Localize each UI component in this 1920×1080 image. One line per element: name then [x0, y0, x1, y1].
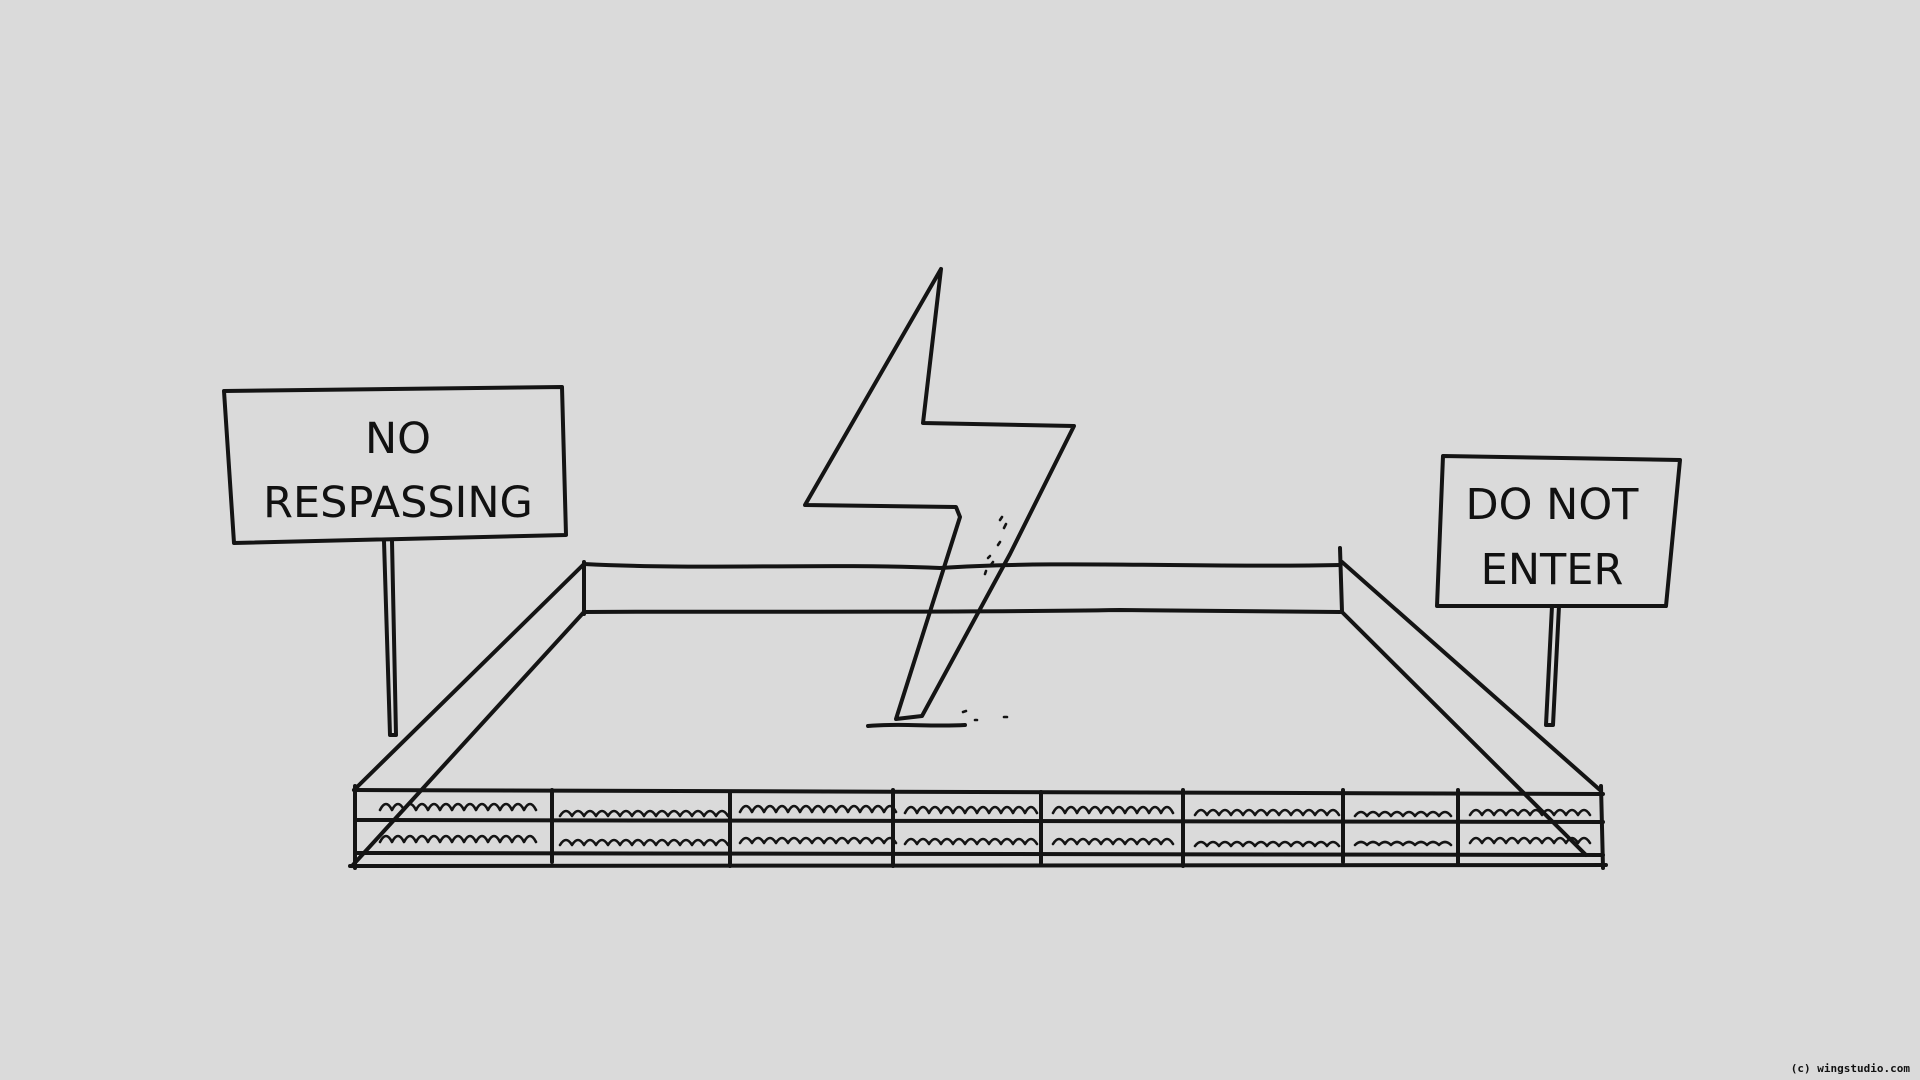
lightning-bolt-icon [803, 267, 1076, 728]
lightning-bolt-outline [803, 267, 1076, 721]
right-sign-post [1544, 604, 1561, 727]
left-sign-board [222, 385, 568, 545]
ground-impact-line [866, 722, 967, 728]
front-right-post [1599, 784, 1605, 870]
back-right-post [1338, 546, 1344, 614]
front-wall-mid [354, 818, 1605, 824]
left-sign: NO RESPASSING [222, 385, 568, 737]
barbed-wire-upper [378, 802, 1592, 818]
front-wall-top [352, 788, 1605, 796]
barbed-wire-lower [378, 834, 1592, 848]
fenced-platform [348, 546, 1608, 870]
left-sign-line2: RESPASSING [263, 478, 533, 528]
right-sign-board [1435, 454, 1682, 608]
right-sign-line2: ENTER [1481, 545, 1624, 595]
right-sign-line1: DO NOT [1466, 480, 1640, 530]
right-sign: DO NOT ENTER [1435, 454, 1682, 727]
left-side-bottom-rail [350, 610, 586, 868]
right-side-bottom-rail [1340, 610, 1588, 857]
left-sign-line1: NO [365, 414, 431, 464]
front-wall-low [354, 851, 1605, 857]
barbed-wire [378, 802, 1592, 848]
right-side-top-rail [1340, 560, 1602, 792]
left-side-top-rail [352, 562, 586, 792]
bolt-shading-marks [983, 515, 1008, 576]
copyright-credit: (c) wingstudio.com [1791, 1062, 1911, 1075]
front-wall-bottom [348, 863, 1608, 868]
back-wall-bottom [582, 608, 1342, 614]
left-sign-post [382, 539, 398, 737]
back-wall-top [582, 562, 1342, 570]
ground-debris [961, 709, 1009, 722]
